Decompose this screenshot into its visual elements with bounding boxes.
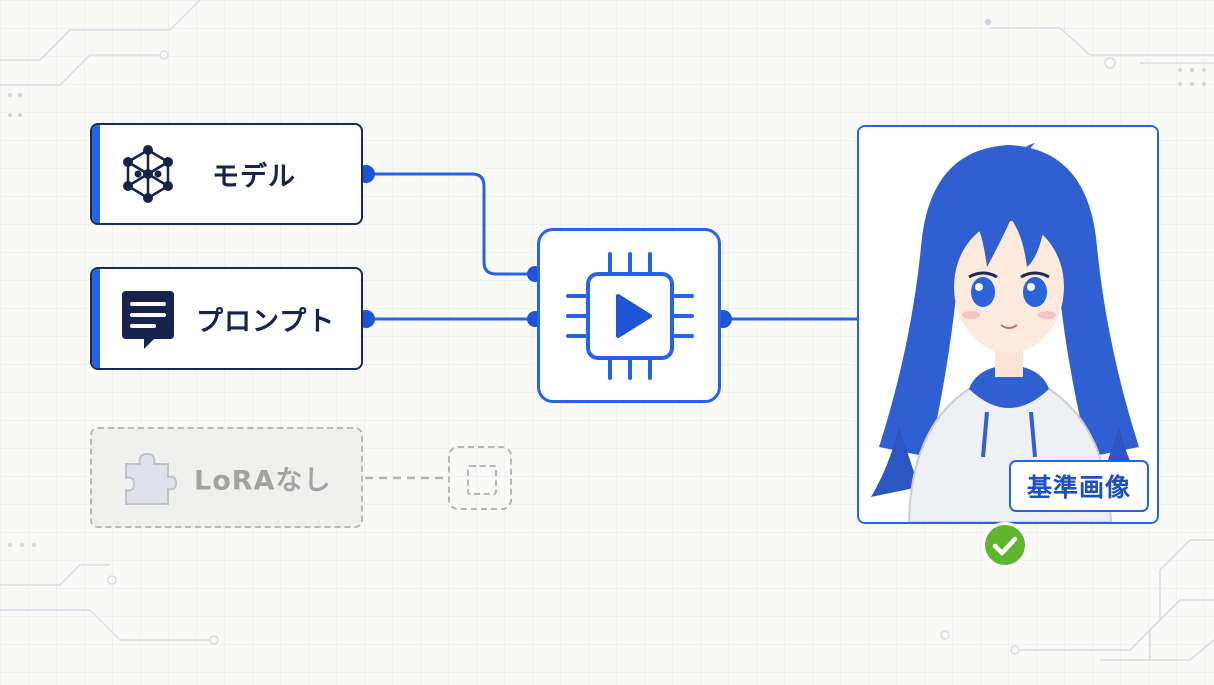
circuit-decoration — [0, 0, 1214, 661]
prompt-node-accent — [92, 269, 100, 368]
chat-document-icon — [116, 287, 180, 351]
anime-girl-illustration — [859, 127, 1157, 522]
lora-label: LoRAなし — [194, 465, 332, 496]
lora-empty-slot — [448, 446, 512, 510]
model-connector — [366, 172, 537, 276]
model-node-accent — [92, 125, 100, 223]
play-chip-icon — [566, 250, 694, 386]
puzzle-piece-icon — [116, 446, 180, 510]
prompt-node[interactable]: プロンプト — [90, 267, 363, 370]
result-image[interactable] — [857, 125, 1159, 524]
lora-node[interactable]: LoRAなし — [90, 427, 363, 528]
prompt-label: プロンプト — [196, 306, 336, 337]
model-node[interactable]: モデル — [90, 123, 363, 225]
neural-network-icon — [116, 142, 180, 206]
dot-decoration — [8, 19, 1206, 547]
model-label: モデル — [212, 161, 296, 193]
reference-image-badge: 基準画像 — [1009, 460, 1149, 512]
check-icon — [982, 522, 1028, 568]
processor-node[interactable] — [537, 228, 721, 403]
